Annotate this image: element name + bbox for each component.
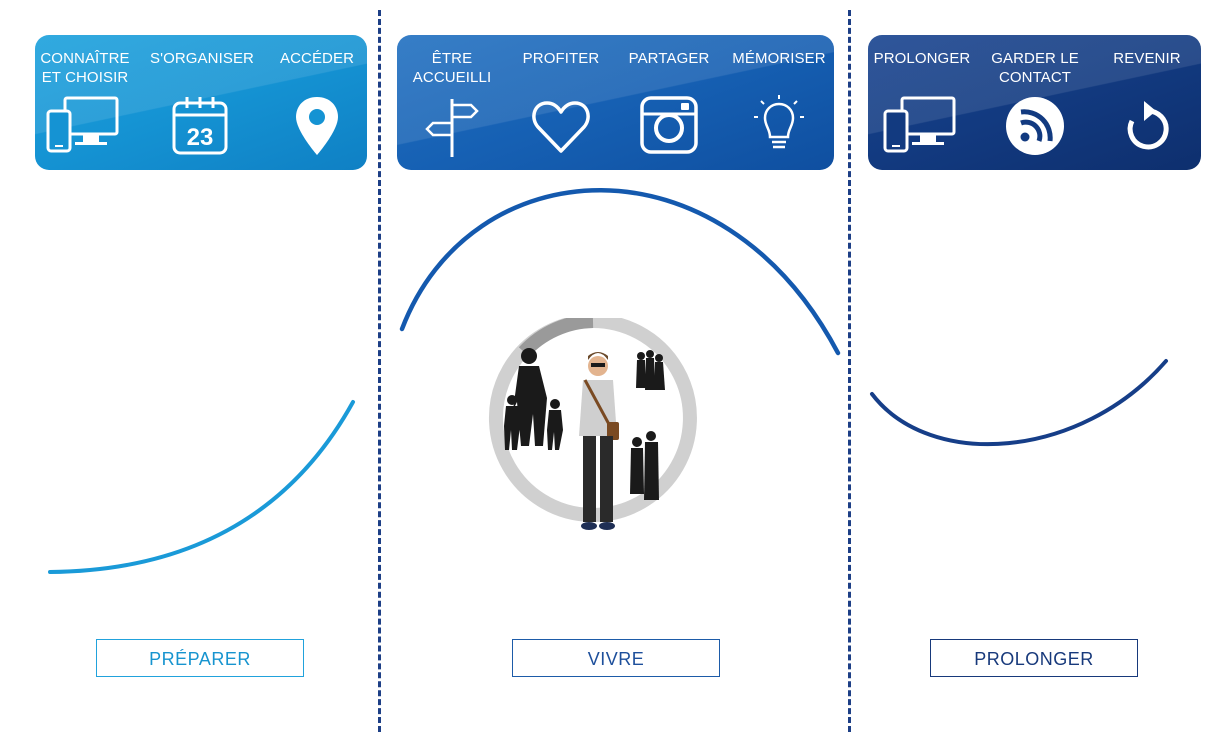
calendar-day: 23	[187, 124, 214, 151]
step-label: REVENIR	[1113, 50, 1181, 67]
step-label: ACCÉDER	[279, 50, 355, 67]
step-garder-le-contact: GARDER LE CONTACT	[981, 35, 1089, 170]
step-label: CONNAÎTRE ET CHOISIR	[40, 50, 130, 86]
divider-left	[378, 10, 381, 732]
traveler-figure	[579, 352, 619, 530]
live-curve	[399, 188, 841, 356]
step-etre-accueilli: ÊTRE ACCUEILLI	[397, 35, 507, 170]
traveler-illustration	[488, 318, 697, 530]
devices-icon	[883, 96, 956, 153]
panel-prepare: CONNAÎTRE ET CHOISIR S'ORGANISER 23 ACCÉ…	[35, 35, 367, 170]
phase-live-label: VIVRE	[512, 639, 720, 677]
step-s-organiser: S'ORGANISER 23	[150, 35, 254, 170]
step-partager: PARTAGER	[615, 35, 723, 170]
step-prolonger: PROLONGER	[868, 35, 976, 170]
step-label: MÉMORISER	[732, 50, 826, 67]
heart-icon	[532, 101, 590, 153]
couple-silhouette	[630, 431, 659, 500]
step-label: ÊTRE ACCUEILLI	[412, 50, 492, 86]
step-label: S'ORGANISER	[150, 50, 254, 67]
step-label: GARDER LE CONTACT	[991, 50, 1079, 86]
step-label: PARTAGER	[628, 50, 710, 67]
rss-icon	[1006, 97, 1064, 155]
calendar-icon: 23	[172, 97, 228, 155]
map-pin-icon	[296, 97, 338, 155]
signpost-icon	[425, 99, 479, 157]
panel-extend: PROLONGER GARDER LE CONTACT REVENIR	[868, 35, 1201, 170]
instagram-icon	[640, 96, 698, 154]
panel-live: ÊTRE ACCUEILLI PROFITER PARTAGER MÉMORIS…	[397, 35, 834, 170]
extend-curve	[870, 359, 1168, 447]
prepare-curve	[48, 400, 355, 574]
replay-icon	[1127, 101, 1169, 150]
step-revenir: REVENIR	[1093, 35, 1201, 170]
step-connaitre-et-choisir: CONNAÎTRE ET CHOISIR	[35, 35, 135, 170]
family-silhouette	[504, 348, 563, 450]
phase-extend-label: PROLONGER	[930, 639, 1138, 677]
lightbulb-icon	[754, 95, 804, 149]
step-acceder: ACCÉDER	[267, 35, 367, 170]
devices-icon	[46, 96, 119, 153]
divider-right	[848, 10, 851, 732]
step-label: PROFITER	[522, 50, 600, 67]
step-label: PROLONGER	[873, 50, 971, 67]
step-memoriser: MÉMORISER	[724, 35, 834, 170]
group-silhouette-top	[636, 350, 665, 390]
phase-prepare-label: PRÉPARER	[96, 639, 304, 677]
step-profiter: PROFITER	[507, 35, 615, 170]
